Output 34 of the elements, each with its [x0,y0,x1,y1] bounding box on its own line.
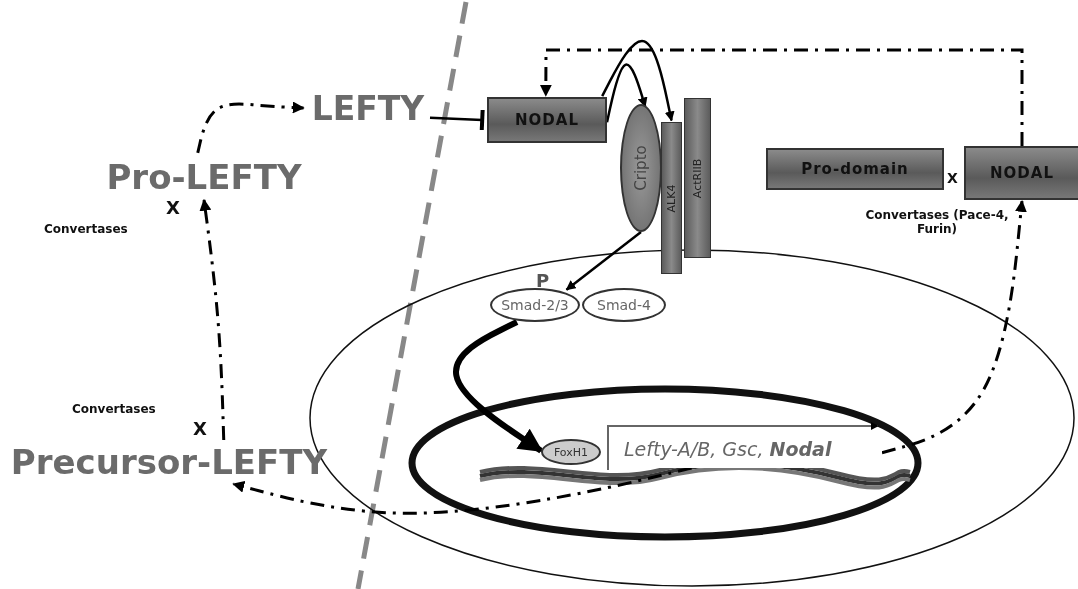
protein-label: Pro-LEFTY [100,155,308,199]
arrow [881,199,1027,455]
phosphate-label: P [536,270,550,291]
text: Smad-4 [597,297,651,313]
arrow [539,48,1024,146]
arrow [196,101,305,154]
protein-box [487,97,607,143]
factor-ellipse [541,439,601,465]
protein-box [964,146,1078,200]
arrow [232,466,692,515]
text: Smad-2/3 [501,297,569,313]
receptor-bar [661,122,682,274]
cleavage-mark: X [193,418,207,439]
protein-label: LEFTY [306,86,430,130]
cleavage-mark: X [947,170,958,186]
protein-label: Precursor-LEFTY [8,440,330,484]
text: Cripto [632,145,650,191]
arrow [453,319,543,454]
protein-box [766,148,944,190]
text: Lefty-A/B, Gsc, Nodal [624,438,832,460]
cleavage-mark: X [166,197,180,218]
text: NODAL [990,164,1054,182]
receptor-bar [684,98,711,258]
enzyme-label: Convertases [44,222,128,236]
enzyme-label: Convertases (Pace-4, Furin) [864,208,1010,236]
text: ActRIIB [691,158,704,198]
arrow [199,198,226,441]
arrow [601,40,675,122]
text: ALK4 [665,184,678,212]
text: FoxH1 [553,445,589,459]
arrow [565,231,642,291]
text: Pro-domain [801,160,909,178]
text: NODAL [515,111,579,129]
enzyme-label: Convertases [72,402,156,416]
